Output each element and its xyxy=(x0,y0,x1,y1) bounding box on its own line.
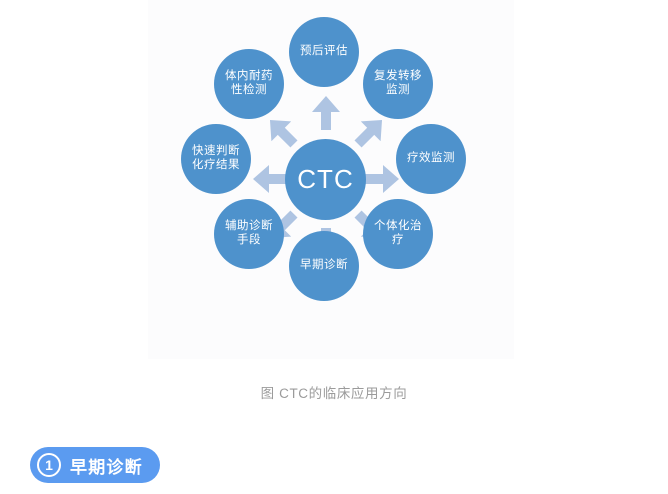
figure-caption: 图 CTC的临床应用方向 xyxy=(260,386,408,401)
arrow-right-icon xyxy=(365,165,399,193)
figure-diagram-panel: 预后评估 复发转移监测 疗效监测 个体化治疗 早期诊断 辅助诊断手段 快速判断化… xyxy=(148,0,514,359)
node-ctc-center: CTC xyxy=(285,139,366,220)
node-label: 早期诊断 xyxy=(300,259,348,272)
node-label: 复发转移监测 xyxy=(374,70,422,96)
node-early-diagnosis: 早期诊断 xyxy=(289,231,359,301)
diagram-stage: 预后评估 复发转移监测 疗效监测 个体化治疗 早期诊断 辅助诊断手段 快速判断化… xyxy=(148,0,514,359)
node-individualized-therapy: 个体化治疗 xyxy=(363,199,433,269)
section-badge: 1 早期诊断 xyxy=(30,447,160,483)
node-label: 辅助诊断手段 xyxy=(225,220,273,246)
arrow-up-icon xyxy=(312,96,340,130)
badge-number: 1 xyxy=(37,453,61,477)
badge-title: 早期诊断 xyxy=(70,457,143,477)
arrow-up-left-icon xyxy=(260,110,304,154)
node-drug-resistance-test: 体内耐药性检测 xyxy=(214,49,284,119)
node-label: 快速判断化疗结果 xyxy=(192,145,240,171)
node-auxiliary-diagnosis: 辅助诊断手段 xyxy=(214,199,284,269)
node-label: 个体化治疗 xyxy=(374,220,422,246)
arrow-left-icon xyxy=(253,165,287,193)
node-label: 预后评估 xyxy=(300,45,348,58)
node-center-label: CTC xyxy=(297,164,354,195)
node-label: 体内耐药性检测 xyxy=(225,70,273,96)
node-label: 疗效监测 xyxy=(407,152,455,165)
node-efficacy-monitoring: 疗效监测 xyxy=(396,124,466,194)
node-recurrence-metastasis: 复发转移监测 xyxy=(363,49,433,119)
node-prognosis-evaluation: 预后评估 xyxy=(289,17,359,87)
node-chemo-result-judgment: 快速判断化疗结果 xyxy=(181,124,251,194)
